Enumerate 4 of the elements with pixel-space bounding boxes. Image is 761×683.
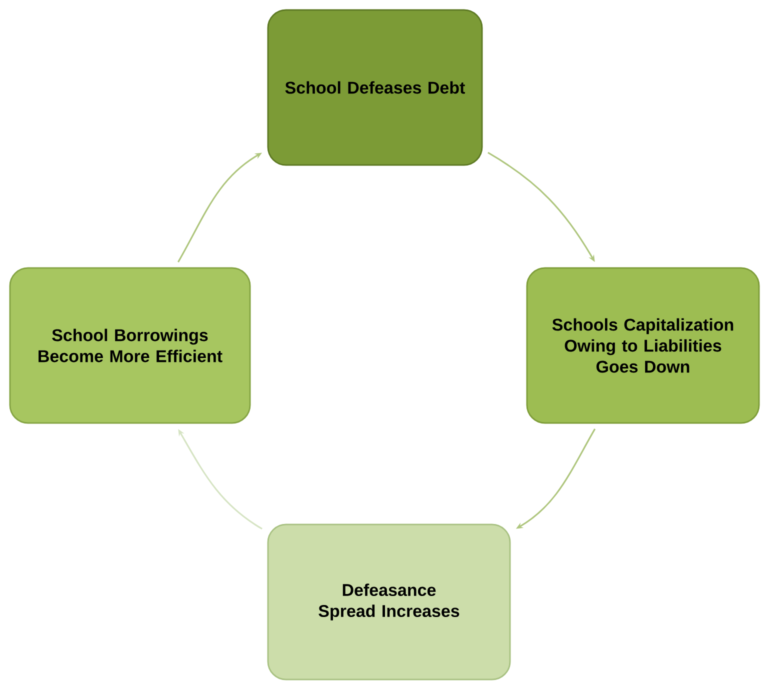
process-box: Defeasance Spread Increases	[267, 524, 511, 680]
process-box: School Borrowings Become More Efficient	[9, 267, 251, 424]
process-box: School Defeases Debt	[267, 9, 483, 166]
process-box: Schools Capitalization Owing to Liabilities Goes Down	[526, 267, 760, 424]
